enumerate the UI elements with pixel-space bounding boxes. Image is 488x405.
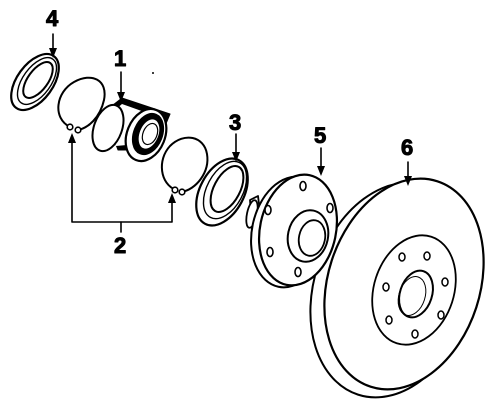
- hub-bolt-holes: [264, 180, 334, 278]
- callout-5: 5: [314, 123, 326, 148]
- callout-2: 2: [114, 233, 126, 258]
- rotor-lug-holes: [382, 251, 449, 339]
- inner-seal: [195, 157, 249, 227]
- callout-3: 3: [229, 110, 241, 135]
- arrowhead-4: [49, 48, 57, 58]
- snap-ring-outer: [57, 76, 106, 134]
- arrowhead-1: [117, 92, 125, 102]
- callout-4: 4: [46, 6, 59, 31]
- brake-rotor: [309, 177, 485, 399]
- arrowhead-3: [232, 152, 240, 162]
- callout-1: 1: [114, 46, 126, 71]
- arrowhead-5: [317, 166, 325, 176]
- wheel-bearing: [91, 97, 171, 163]
- wheel-hub: [245, 173, 339, 289]
- arrowhead-2a: [68, 133, 76, 143]
- arrowhead-6: [404, 176, 412, 186]
- outer-seal: [10, 52, 60, 112]
- callout-6: 6: [401, 135, 413, 160]
- stray-dot: [152, 72, 154, 74]
- arrowhead-2b: [168, 193, 176, 203]
- leader-arrowheads: [49, 48, 412, 203]
- snap-ring-inner: [160, 136, 209, 196]
- leader-lines: [52, 33, 409, 233]
